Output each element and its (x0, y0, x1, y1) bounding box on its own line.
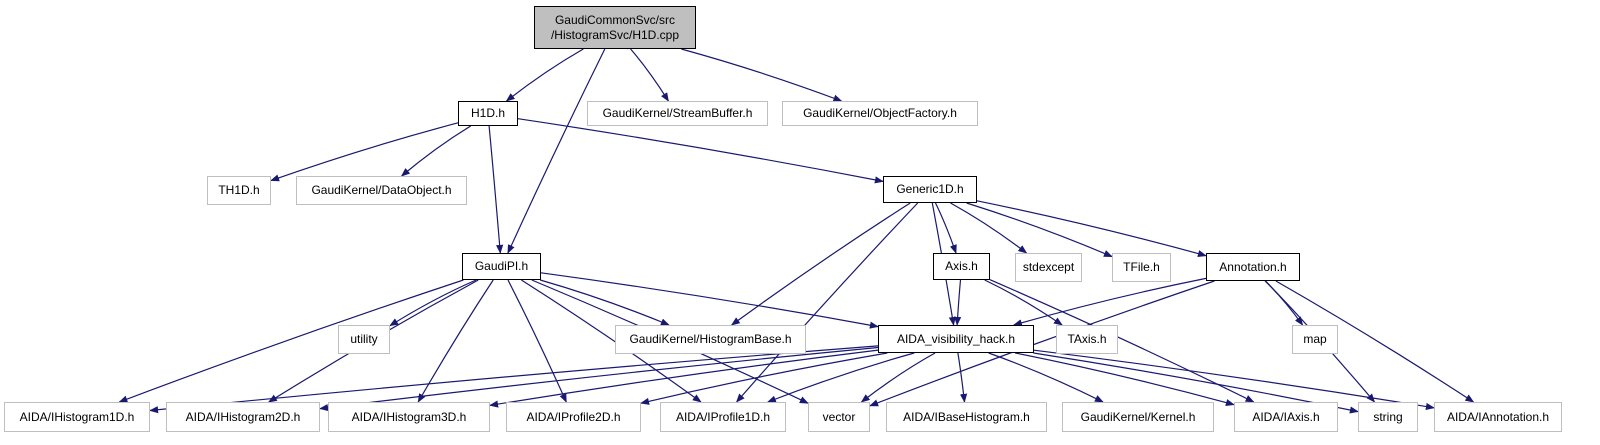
node-tfile-h: TFile.h (1112, 253, 1171, 282)
node-ihistogram2d-h: AIDA/IHistogram2D.h (166, 402, 320, 432)
edge-root-to-objectfactory (681, 48, 843, 102)
node-dataobject-h: GaudiKernel/DataObject.h (296, 176, 467, 205)
edge-annotation-to-map (1264, 280, 1304, 326)
node-label: AIDA/IAxis.h (1252, 409, 1320, 424)
edge-aidavis-to-iprof1d (766, 352, 915, 403)
edge-axis-to-iaxis (989, 279, 1255, 403)
node-label: vector (822, 409, 856, 424)
edge-generic1d-to-axis (934, 202, 957, 254)
node-label: AIDA/IBaseHistogram.h (903, 409, 1030, 424)
node-label: utility (350, 332, 378, 346)
node-iprofile1d-h: AIDA/IProfile1D.h (660, 402, 786, 432)
edge-root-to-streambuffer (630, 48, 669, 102)
edge-h1d-to-th1d (270, 122, 459, 182)
node-label: AIDA/IHistogram3D.h (351, 409, 467, 424)
edge-aidavis-to-ihist3d (489, 349, 879, 408)
edge-aidavis-to-iprof2d (640, 352, 888, 405)
node-ihistogram1d-h: AIDA/IHistogram1D.h (4, 402, 150, 432)
edge-aidavis-to-ibasehist (957, 352, 968, 403)
edge-aidavis-to-iannotation (1033, 349, 1435, 411)
node-label: GaudiKernel/StreamBuffer.h (602, 106, 753, 120)
edge-aidavis-to-ihist2d (319, 346, 879, 412)
edge-aidavis-to-vector (860, 352, 936, 403)
node-label: string (1373, 409, 1403, 424)
edge-root-to-gaudipi (507, 48, 606, 254)
node-label: GaudiKernel/ObjectFactory.h (803, 106, 957, 120)
node-label: AIDA/IHistogram2D.h (185, 409, 301, 424)
node-label: AIDA/IProfile1D.h (675, 409, 771, 424)
node-utility: utility (338, 325, 390, 354)
node-histogrambase-h: GaudiKernel/HistogramBase.h (615, 325, 806, 354)
node-kernel-h: GaudiKernel/Kernel.h (1062, 402, 1214, 432)
node-map: map (1292, 325, 1338, 354)
edge-gaudipi-to-utility (389, 279, 477, 327)
node-label: AIDA/IHistogram1D.h (19, 409, 135, 424)
node-label: stdexcept (1022, 260, 1075, 274)
node-aida-visibility-hack-h[interactable]: AIDA_visibility_hack.h (878, 325, 1034, 353)
node-label: map (1303, 332, 1327, 346)
node-label: GaudiKernel/HistogramBase.h (629, 332, 792, 346)
node-label: AIDA/IProfile2D.h (526, 409, 621, 424)
edge-axis-to-aidavis (954, 279, 962, 326)
edge-aidavis-to-iaxis (1015, 352, 1235, 407)
edge-h1d-to-gaudipi (488, 125, 504, 254)
node-label: GaudiKernel/Kernel.h (1080, 409, 1196, 424)
node-label: TFile.h (1123, 260, 1160, 274)
node-label: GaudiPI.h (474, 259, 529, 273)
edge-gaudipi-to-histogrambase (540, 279, 670, 326)
edge-gaudipi-to-iprof1d (521, 279, 702, 403)
edge-h1d-to-dataobject (400, 125, 472, 177)
node-label: AIDA/IAnnotation.h (1446, 409, 1550, 424)
edge-gaudipi-to-aidavis (540, 272, 879, 329)
edge-aidavis-to-ihist1d (149, 345, 879, 414)
edge-generic1d-to-stdexcept (950, 202, 1028, 254)
node-root-label-line-2: /HistogramSvc/H1D.cpp (550, 27, 680, 42)
edge-generic1d-to-iprof1d (736, 202, 919, 403)
edge-h1d-to-generic1d (517, 118, 884, 184)
edge-gaudipi-to-ihist1d (118, 279, 464, 403)
node-label: Generic1D.h (896, 182, 964, 196)
node-annotation-h[interactable]: Annotation.h (1206, 253, 1300, 281)
node-taxis-h: TAxis.h (1056, 325, 1118, 354)
node-ihistogram3d-h: AIDA/IHistogram3D.h (328, 402, 490, 432)
edge-axis-to-taxis (984, 279, 1063, 326)
node-generic1d-h[interactable]: Generic1D.h (883, 176, 977, 203)
node-vector: vector (808, 402, 870, 432)
edge-annotation-to-iannotation (1275, 280, 1475, 403)
edge-gaudipi-to-iprof2d (507, 279, 567, 403)
node-streambuffer-h: GaudiKernel/StreamBuffer.h (587, 101, 768, 126)
node-axis-h[interactable]: Axis.h (933, 253, 990, 280)
node-string: string (1358, 402, 1418, 432)
edge-annotation-to-aidavis (1012, 277, 1207, 327)
edge-gaudipi-to-ihist3d (417, 279, 494, 403)
node-label: Annotation.h (1219, 259, 1287, 274)
node-ibasehistogram-h: AIDA/IBaseHistogram.h (886, 402, 1047, 432)
node-label: Axis.h (945, 259, 978, 273)
node-th1d-h: TH1D.h (207, 176, 271, 205)
edge-root-to-h1d (505, 48, 584, 102)
node-label: H1D.h (470, 106, 505, 120)
node-iannotation-h: AIDA/IAnnotation.h (1434, 402, 1562, 432)
node-gaudipi-h[interactable]: GaudiPI.h (462, 253, 541, 280)
node-root-h1d-cpp: GaudiCommonSvc/src /HistogramSvc/H1D.cpp (534, 6, 696, 49)
node-iaxis-h: AIDA/IAxis.h (1234, 402, 1338, 432)
node-objectfactory-h: GaudiKernel/ObjectFactory.h (782, 101, 978, 126)
node-iprofile2d-h: AIDA/IProfile2D.h (506, 402, 641, 432)
edge-generic1d-to-histogrambase (730, 202, 911, 326)
edge-aidavis-to-kernel (988, 352, 1104, 403)
node-label: TAxis.h (1067, 332, 1107, 346)
edge-annotation-to-vector (869, 280, 1215, 407)
node-label: AIDA_visibility_hack.h (896, 331, 1016, 346)
node-stdexcept: stdexcept (1015, 253, 1082, 282)
edge-generic1d-to-tfile (966, 202, 1113, 258)
node-root-label-line-1: GaudiCommonSvc/src (554, 12, 676, 27)
node-label: TH1D.h (218, 183, 260, 197)
edge-generic1d-to-annotation (976, 200, 1207, 258)
node-h1d-h[interactable]: H1D.h (458, 101, 518, 126)
node-label: GaudiKernel/DataObject.h (311, 183, 452, 197)
